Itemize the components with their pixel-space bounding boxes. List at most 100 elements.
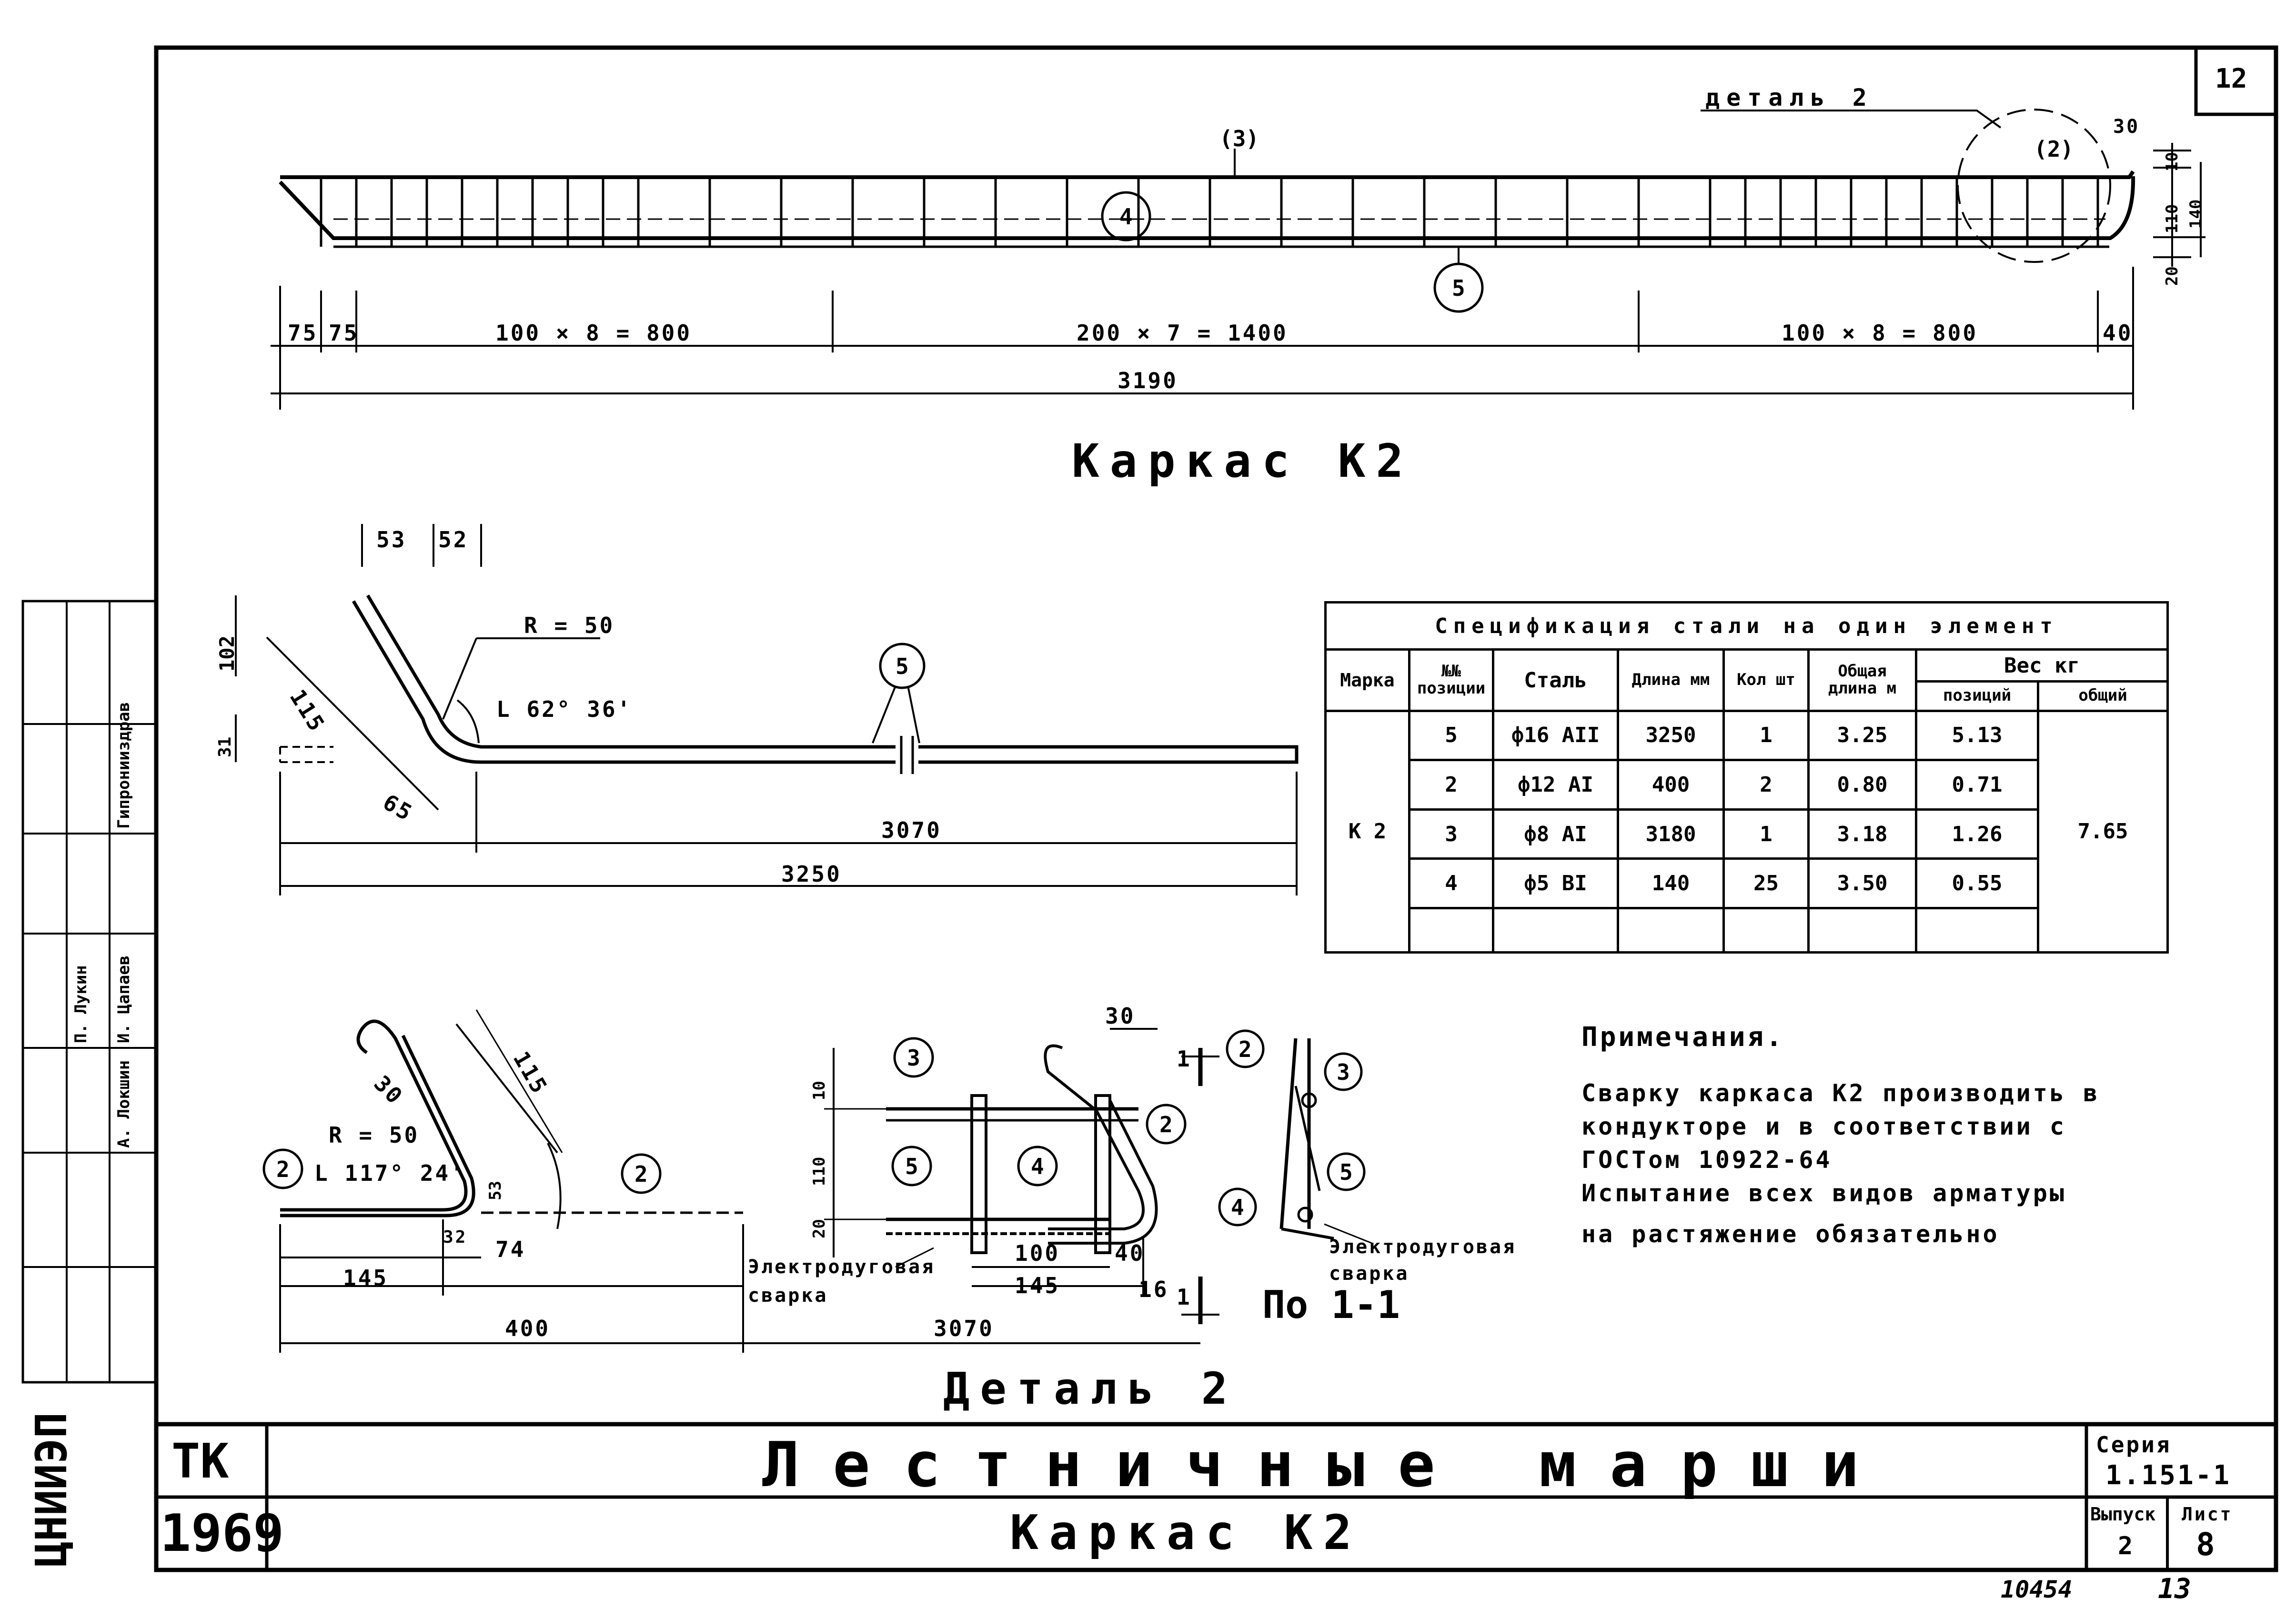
notes-line-4: Испытание всех видов арматуры: [1581, 1179, 2066, 1207]
det2-angle: L 117° 24': [314, 1160, 465, 1186]
mid-dim-100: 100: [1015, 1240, 1060, 1266]
mid-dim-110: 110: [810, 1156, 829, 1186]
dim-left: 100 × 8 = 800: [495, 320, 692, 346]
stirrups-4: [320, 177, 2099, 247]
dim-total: 3190: [1118, 368, 1178, 393]
section-label: По 1-1: [1262, 1283, 1400, 1327]
mid-dim-40: 40: [1115, 1240, 1145, 1266]
detail-2-callout: [1957, 109, 2111, 263]
det2-dim-400: 400: [505, 1316, 551, 1341]
det2-dim-145: 145: [343, 1265, 389, 1291]
mid-dim-10: 10: [810, 1081, 829, 1100]
stamp-name-3: П. Лукин: [71, 965, 91, 1043]
bar5-dim-52: 52: [438, 527, 469, 553]
cell-total: 0.80: [1807, 759, 1917, 811]
tb-main-title: Лестничные марши: [762, 1428, 1893, 1501]
mid-pos-2: 2: [1159, 1112, 1173, 1137]
bottom-bar-5: [279, 176, 2135, 240]
dim-75a: 75: [288, 320, 318, 346]
dim-140: 140: [2186, 199, 2205, 229]
hdr-position: №№ позиции: [1408, 648, 1494, 712]
det2-pos-2a: 2: [276, 1156, 290, 1182]
stamp-name-1: И. Цапаев: [114, 955, 133, 1043]
elev-pos-2: (2): [2034, 136, 2074, 162]
hdr-steel: Сталь: [1492, 648, 1619, 712]
mid-dim-145: 145: [1015, 1273, 1060, 1298]
cell-total-weight: 7.65: [2036, 709, 2169, 954]
bar5-dim-53: 53: [376, 527, 407, 553]
notes-line-2: кондукторе и в соответствии с: [1581, 1113, 2066, 1140]
cell-mark: К 2: [1324, 709, 1410, 954]
cell-qty: 2: [1722, 759, 1810, 811]
table-row: 3 ф8 АI 3180 1 3.18 1.26: [1326, 808, 2168, 860]
detail-2-title: Деталь 2: [943, 1363, 1239, 1414]
tb-series-value: 1.151-1: [2105, 1460, 2232, 1491]
spec-table: Спецификация стали на один элемент Марка…: [1324, 601, 2169, 954]
section-drawing: [1218, 1029, 1372, 1244]
bubble-det-2a: [262, 1148, 303, 1189]
cell-length: 3250: [1617, 709, 1725, 762]
bubble-sec-2: [1226, 1029, 1265, 1068]
hdr-weight-total: общий: [2036, 680, 2169, 712]
elevation-title: Каркас К2: [1072, 434, 1414, 488]
dim-75b: 75: [329, 320, 359, 346]
bubble-mid-5: [891, 1146, 932, 1187]
cell-steel: ф12 АI: [1492, 759, 1619, 811]
stamp-number: 10454: [2001, 1576, 2073, 1603]
hdr-total-length: Общая длина м: [1807, 648, 1917, 712]
cell-steel: ф8 АI: [1492, 808, 1619, 860]
notes-line-3: ГОСТом 10922-64: [1581, 1146, 1833, 1174]
hdr-qty: Кол шт: [1722, 648, 1810, 712]
cell-qty: 1: [1722, 709, 1810, 762]
mid-pos-3: 3: [907, 1045, 920, 1071]
elev-pos-4: 4: [1119, 204, 1133, 230]
sec-pos-2: 2: [1239, 1036, 1252, 1062]
cell-total: 3.18: [1807, 808, 1917, 860]
sec-weld: Электродуговая сварка: [1329, 1236, 1517, 1285]
cell-pos: 5: [1408, 709, 1494, 762]
cell-weight: 0.55: [1915, 857, 2039, 909]
cell-qty: 1: [1722, 808, 1810, 860]
dim-110: 110: [2163, 204, 2182, 233]
bubble-sec-3: [1324, 1052, 1363, 1091]
cell-length: 140: [1617, 857, 1725, 909]
bubble-mid-2: [1146, 1104, 1187, 1145]
dim-10: 10: [2163, 152, 2182, 171]
tb-sub-title: Каркас К2: [1010, 1505, 1362, 1560]
mid-pos-5: 5: [905, 1154, 918, 1179]
side-stamp: [21, 600, 158, 1384]
bar-5-drawing: [235, 524, 1299, 895]
bar5-dim-102: 102: [215, 635, 239, 672]
elev-pos-5: 5: [1452, 275, 1465, 301]
sec-pos-4: 4: [1231, 1195, 1244, 1220]
bubble-4: [1101, 191, 1151, 241]
det2-dim-74: 74: [495, 1237, 526, 1262]
stamp-vertical: ЦНИИЭП: [27, 1412, 77, 1567]
notes-line-1: Сварку каркаса К2 производить в: [1581, 1079, 2100, 1107]
top-bar-3: [280, 170, 2135, 179]
bubble-sec-5: [1327, 1152, 1366, 1191]
tb-issue-value: 2: [2118, 1532, 2135, 1560]
bar5-dim-3250: 3250: [781, 861, 842, 887]
notes-heading: Примечания.: [1581, 1022, 1784, 1053]
mid-pos-4: 4: [1031, 1154, 1044, 1179]
middle-detail-drawing: [743, 1028, 1219, 1344]
mid-dim-3070: 3070: [934, 1316, 994, 1341]
sec-pos-3: 3: [1337, 1059, 1350, 1085]
cell-total: 3.50: [1807, 857, 1917, 909]
table-row-empty: [1326, 906, 2168, 954]
section-mark-bottom: 1: [1177, 1284, 1192, 1310]
bubble-sec-4: [1218, 1187, 1257, 1227]
cell-steel: ф5 ВI: [1492, 857, 1619, 909]
detail-2-label: деталь 2: [1705, 84, 1873, 111]
sheet-counter: 13: [2158, 1572, 2191, 1605]
det2-radius: R = 50: [329, 1122, 420, 1148]
tb-code: ТК: [171, 1433, 229, 1489]
tb-year: 1969: [160, 1504, 284, 1563]
stamp-org: Гипронииздрав: [114, 702, 133, 829]
bubble-mid-3: [893, 1037, 934, 1078]
bar5-radius: R = 50: [524, 613, 615, 638]
notes-line-5: на растяжение обязательно: [1581, 1220, 2000, 1248]
bar5-dim-3070: 3070: [881, 817, 942, 843]
